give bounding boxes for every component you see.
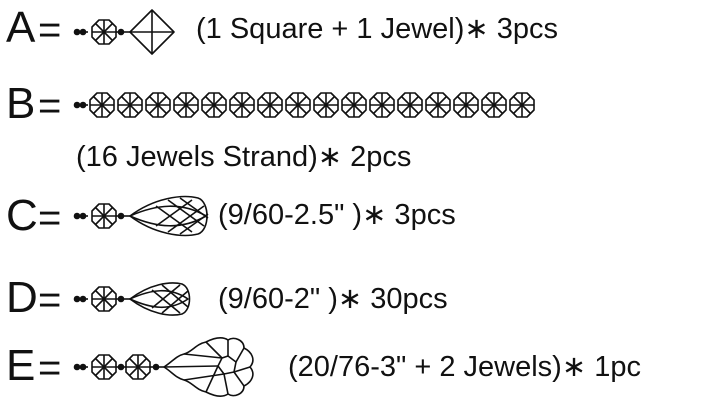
octagon-jewel-icon: [370, 93, 394, 117]
star-prism-diagram: [72, 334, 262, 400]
equals-b: =: [38, 84, 61, 128]
connector-icon: [116, 365, 126, 370]
octagon-jewel-icon: [286, 93, 310, 117]
connector-icon: [116, 30, 130, 35]
octagon-jewel-icon: [314, 93, 338, 117]
octagon-jewel-icon: [202, 93, 226, 117]
octagon-jewel-icon: [92, 20, 116, 44]
connector-icon: [116, 214, 130, 219]
equals-c: =: [38, 196, 61, 240]
octagon-jewel-icon: [126, 355, 150, 379]
octagon-jewel-icon: [90, 93, 114, 117]
connector-icon: [74, 103, 88, 108]
teardrop-prism-icon: [130, 283, 190, 315]
octagon-jewel-icon: [482, 93, 506, 117]
diamond-square-icon: [130, 10, 174, 54]
connector-icon: [74, 297, 88, 302]
octagon-jewel-icon: [258, 93, 282, 117]
octagon-jewel-icon: [230, 93, 254, 117]
description-c: (9/60-2.5" )∗ 3pcs: [218, 198, 456, 232]
octagon-jewel-icon: [92, 287, 116, 311]
teardrop-prism-icon: [130, 197, 208, 236]
description-d: (9/60-2" )∗ 30pcs: [218, 282, 448, 316]
octagon-jewel-icon: [510, 93, 534, 117]
description-e: (20/76-3" + 2 Jewels)∗ 1pc: [288, 350, 641, 384]
octagon-jewel-icon: [342, 93, 366, 117]
connector-icon: [74, 365, 88, 370]
label-c: C: [6, 194, 38, 238]
octagon-jewel-icon: [426, 93, 450, 117]
square-jewel-diagram: [72, 8, 182, 56]
label-a: A: [6, 6, 35, 50]
octagon-jewel-icon: [92, 355, 116, 379]
label-d: D: [6, 276, 38, 320]
connector-icon: [74, 30, 88, 35]
teardrop-diagram-small: [72, 278, 192, 320]
octagon-jewel-icon: [398, 93, 422, 117]
description-b: (16 Jewels Strand)∗ 2pcs: [76, 140, 411, 174]
label-b: B: [6, 82, 35, 126]
teardrop-diagram-large: [72, 192, 212, 240]
octagon-jewel-icon: [454, 93, 478, 117]
connector-icon: [74, 214, 88, 219]
equals-d: =: [38, 278, 61, 322]
equals-e: =: [38, 346, 61, 390]
label-e: E: [6, 344, 35, 388]
jewel-strand-diagram: [72, 90, 542, 120]
octagon-jewel-icon: [92, 204, 116, 228]
connector-icon: [116, 297, 130, 302]
octagon-jewel-icon: [146, 93, 170, 117]
octagon-jewel-icon: [174, 93, 198, 117]
octagon-jewel-icon: [118, 93, 142, 117]
connector-icon: [150, 365, 164, 370]
description-a: (1 Square + 1 Jewel)∗ 3pcs: [196, 12, 558, 46]
star-prism-icon: [164, 338, 253, 396]
equals-a: =: [38, 8, 61, 52]
